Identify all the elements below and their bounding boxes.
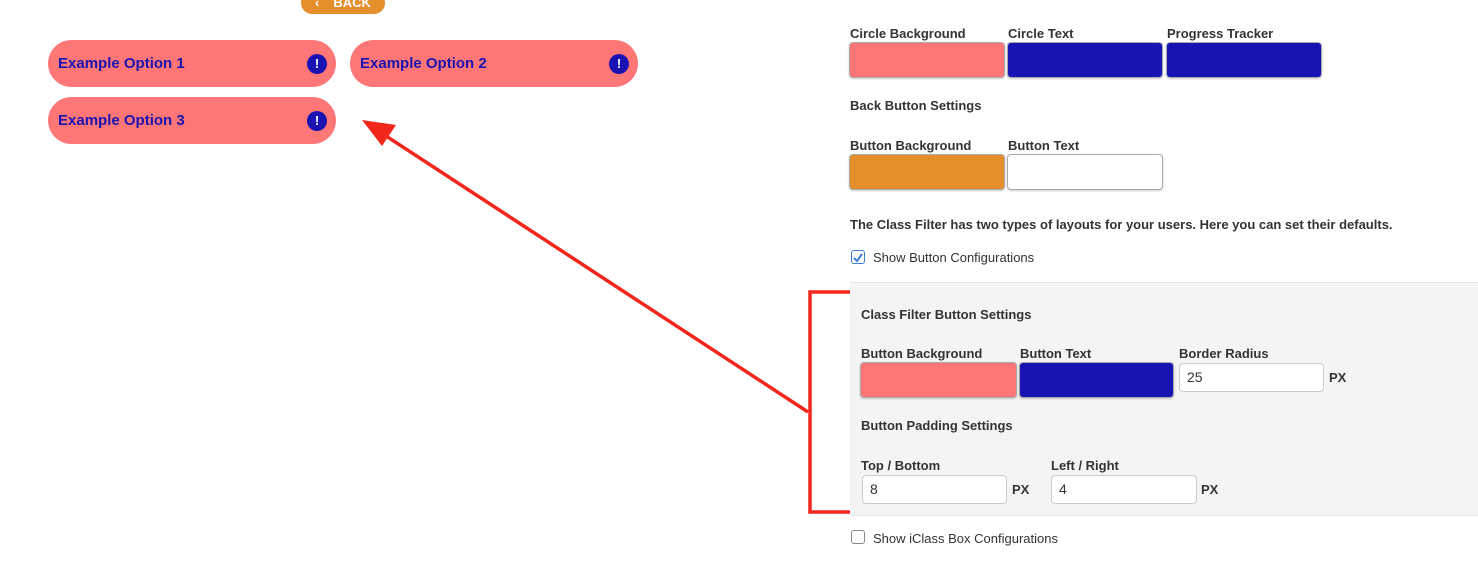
back-text-label: Button Text: [1008, 138, 1080, 153]
show-box-config-label: Show iClass Box Configurations: [873, 531, 1058, 546]
info-icon: !: [307, 110, 327, 131]
option-button-3[interactable]: Example Option 3!: [48, 97, 336, 144]
px-unit: PX: [1329, 370, 1347, 385]
px-unit: PX: [1201, 482, 1219, 497]
px-unit: PX: [1012, 482, 1030, 497]
progress-tracker-label: Progress Tracker: [1167, 26, 1274, 41]
show-box-config-checkbox[interactable]: [851, 530, 865, 544]
back-button[interactable]: ‹BACK: [301, 0, 385, 14]
show-button-config-label: Show Button Configurations: [873, 250, 1035, 265]
padding-title: Button Padding Settings: [861, 418, 1013, 433]
cf-bg-swatch[interactable]: [860, 362, 1017, 398]
cf-bg-label: Button Background: [861, 346, 983, 361]
annotation-bracket: [808, 290, 850, 514]
class-filter-title: Class Filter Button Settings: [861, 307, 1032, 322]
annotation-arrow: [379, 130, 809, 414]
circle-background-swatch[interactable]: [849, 42, 1005, 78]
back-bg-label: Button Background: [850, 138, 972, 153]
cf-text-label: Button Text: [1020, 346, 1092, 361]
back-bg-swatch[interactable]: [849, 154, 1005, 190]
cf-text-swatch[interactable]: [1019, 362, 1174, 398]
arrow-head-icon: [362, 120, 396, 146]
info-icon: !: [609, 53, 629, 74]
left-right-label: Left / Right: [1051, 458, 1119, 473]
back-settings-title: Back Button Settings: [850, 98, 982, 113]
chevron-left-icon: ‹: [315, 0, 320, 10]
check-icon: [853, 253, 863, 263]
circle-background-label: Circle Background: [850, 26, 966, 41]
border-radius-input[interactable]: 25: [1179, 363, 1324, 392]
left-right-input[interactable]: 4: [1051, 475, 1197, 504]
top-bottom-input[interactable]: 8: [862, 475, 1007, 504]
progress-tracker-swatch[interactable]: [1166, 42, 1322, 78]
show-button-config-checkbox[interactable]: [851, 250, 865, 264]
layouts-note: The Class Filter has two types of layout…: [850, 217, 1393, 232]
circle-text-swatch[interactable]: [1007, 42, 1163, 78]
back-text-swatch[interactable]: [1007, 154, 1163, 190]
option-button-1[interactable]: Example Option 1!: [48, 40, 336, 87]
option-button-2[interactable]: Example Option 2!: [350, 40, 638, 87]
info-icon: !: [307, 53, 327, 74]
cf-radius-label: Border Radius: [1179, 346, 1269, 361]
top-bottom-label: Top / Bottom: [861, 458, 941, 473]
circle-text-label: Circle Text: [1008, 26, 1074, 41]
